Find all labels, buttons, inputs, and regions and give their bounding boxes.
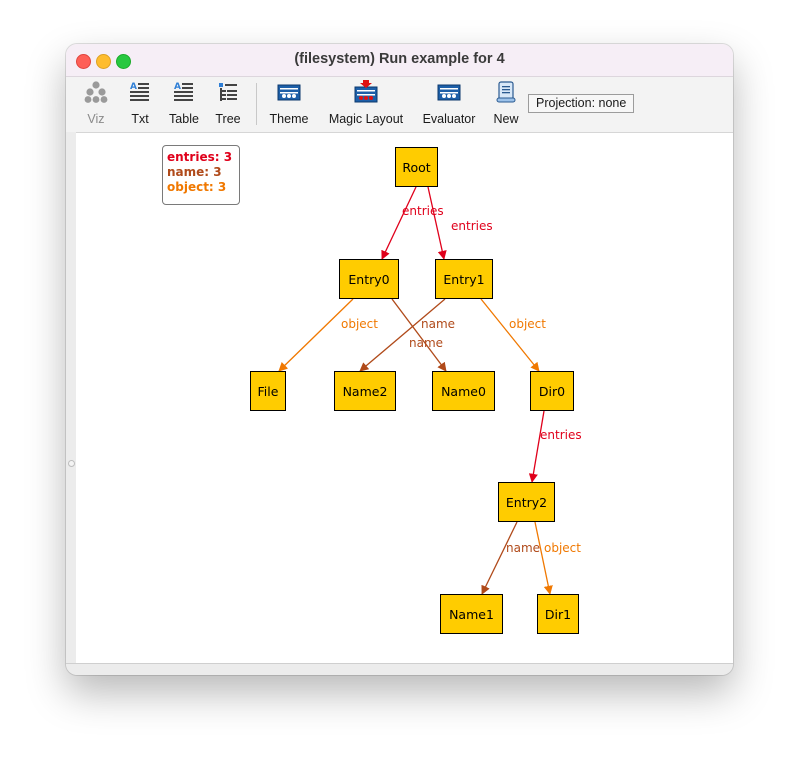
minimize-window-button[interactable]	[96, 54, 111, 69]
node-file[interactable]: File	[250, 371, 286, 411]
node-entry0[interactable]: Entry0	[339, 259, 399, 299]
toolbar: Viz A Txt A Table	[66, 77, 733, 131]
edge-label-root-entry1: entries	[451, 219, 493, 233]
tree-label: Tree	[215, 112, 241, 126]
window-title: (filesystem) Run example for 4	[294, 51, 505, 67]
node-name1[interactable]: Name1	[440, 594, 503, 634]
left-margin	[66, 132, 76, 663]
theme-icon	[277, 84, 301, 101]
new-button[interactable]: New	[488, 77, 524, 131]
txt-label: Txt	[131, 112, 149, 126]
theme-button[interactable]: Theme	[264, 77, 314, 131]
viz-tree-icon	[84, 81, 108, 103]
tree-view-icon	[219, 83, 237, 101]
node-name0[interactable]: Name0	[432, 371, 495, 411]
app-window: (filesystem) Run example for 4 Viz A	[66, 44, 733, 675]
edge-label-entry2-dir1: object	[544, 541, 581, 555]
edge-entry1-dir0	[480, 298, 540, 372]
legend-entry-object: object: 3	[167, 180, 227, 194]
edge-label-dir0-entry2: entries	[540, 428, 582, 442]
edge-label-entry1-dir0: object	[509, 317, 546, 331]
zoom-window-button[interactable]	[116, 54, 131, 69]
new-label: New	[493, 112, 519, 126]
edge-label-entry1-name2: name	[409, 336, 443, 350]
legend-entry-entries: entries: 3	[167, 150, 233, 164]
graph-edges: entries entries object name name object entrie…	[278, 186, 582, 595]
tree-button[interactable]: Tree	[210, 77, 246, 131]
edge-root-entry1	[427, 186, 447, 260]
theme-label: Theme	[269, 112, 309, 126]
edge-label-root-entry0: entries	[402, 204, 444, 218]
text-view-icon: A	[130, 82, 149, 101]
edge-root-entry0	[381, 186, 417, 260]
edge-label-entry2-name1: name	[506, 541, 540, 555]
close-window-button[interactable]	[76, 54, 91, 69]
txt-button[interactable]: A Txt	[122, 77, 158, 131]
magic-layout-label: Magic Layout	[328, 112, 404, 126]
evaluator-label: Evaluator	[422, 112, 476, 126]
table-label: Table	[169, 112, 199, 126]
legend-entry-name: name: 3	[167, 165, 222, 179]
edge-dir0-entry2	[528, 410, 545, 483]
magic-layout-icon	[354, 80, 378, 103]
legend-box: entries: 3 name: 3 object: 3	[162, 145, 240, 205]
node-dir1[interactable]: Dir1	[537, 594, 579, 634]
scroll-icon	[496, 81, 516, 103]
splitter-grip[interactable]	[68, 460, 75, 467]
node-name2[interactable]: Name2	[334, 371, 396, 411]
evaluator-icon	[437, 84, 461, 101]
node-entry1[interactable]: Entry1	[435, 259, 493, 299]
edge-entry2-dir1	[534, 521, 553, 595]
viz-button[interactable]: Viz	[78, 77, 114, 131]
svg-text:A: A	[174, 82, 181, 92]
evaluator-button[interactable]: Evaluator	[418, 77, 480, 131]
node-root[interactable]: Root	[395, 147, 438, 187]
edge-label-entry0-file: object	[341, 317, 378, 331]
node-entry2[interactable]: Entry2	[498, 482, 555, 522]
edge-entry0-name0	[391, 298, 447, 372]
toolbar-separator	[256, 83, 257, 125]
status-strip	[66, 663, 733, 675]
edge-entry1-name2	[359, 298, 446, 372]
title-bar[interactable]: (filesystem) Run example for 4	[66, 44, 733, 77]
table-button[interactable]: A Table	[164, 77, 204, 131]
table-view-icon: A	[174, 82, 193, 101]
edge-entry2-name1	[481, 521, 518, 595]
node-dir0[interactable]: Dir0	[530, 371, 574, 411]
edge-entry0-file	[278, 298, 354, 372]
projection-dropdown[interactable]: Projection: none	[528, 94, 635, 113]
svg-text:A: A	[130, 82, 137, 92]
edge-label-entry0-name0: name	[421, 317, 455, 331]
magic-layout-button[interactable]: Magic Layout	[322, 77, 410, 131]
viz-label: Viz	[87, 112, 105, 126]
